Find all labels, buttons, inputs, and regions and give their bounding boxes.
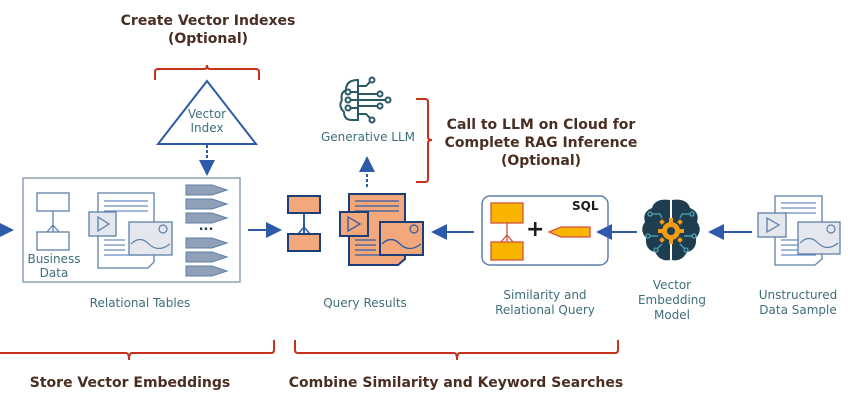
vector-embeddings-stack: [185, 184, 229, 277]
vector-embedding-arrow: [185, 251, 229, 263]
unstructured-data-document-icon: [757, 195, 841, 266]
plus-sign: +: [526, 217, 545, 242]
embedding-model-brain-icon: [642, 199, 700, 261]
vector-embedding-arrow: [185, 212, 229, 224]
sql-badge: SQL: [572, 199, 599, 213]
label-line: Index: [190, 121, 224, 135]
bracket-combine-searches: [294, 340, 619, 361]
query-results-er-icon: [287, 195, 321, 252]
label-line: Data: [39, 266, 69, 280]
heading-line: Complete RAG Inference: [444, 135, 638, 151]
heading-combine-searches: Combine Similarity and Keyword Searches: [288, 375, 624, 391]
heading-line: Call to LLM on Cloud for: [446, 117, 636, 133]
bracket-create-index: [154, 64, 260, 80]
label-line: Relational Query: [495, 303, 595, 317]
label-line: Business: [27, 252, 81, 266]
vector-ellipsis: ...: [198, 219, 214, 234]
generative-llm-label: Generative LLM: [320, 130, 416, 144]
heading-line: (Optional): [167, 31, 249, 47]
document-media-icon: [88, 192, 173, 269]
vector-embedding-arrow: [185, 237, 229, 249]
vector-index-triangle: [155, 79, 259, 145]
heading-line: Create Vector Indexes: [120, 13, 296, 29]
bracket-store-embeddings: [0, 340, 275, 361]
relational-tables-label: Relational Tables: [89, 296, 191, 310]
heading-line: (Optional): [500, 153, 582, 169]
similarity-er-icon: [490, 202, 524, 261]
vector-embedding-arrow: [185, 184, 229, 196]
vector-embedding-arrow: [185, 265, 229, 277]
vector-index-label: Vector Index: [177, 107, 237, 135]
label-line: Model: [653, 308, 691, 322]
heading-call-llm: Call to LLM on Cloud for Complete RAG In…: [436, 116, 646, 170]
label-line: Vector: [652, 278, 692, 292]
business-data-label: Business Data: [23, 252, 85, 280]
similarity-vector-icon: [547, 226, 591, 238]
bracket-call-llm: [416, 98, 433, 183]
label-line: Data Sample: [759, 303, 837, 317]
unstructured-data-label: Unstructured Data Sample: [748, 288, 848, 318]
business-data-er-icon: [36, 192, 70, 251]
embedding-model-label: Vector Embedding Model: [632, 278, 712, 323]
label-line: Embedding: [637, 293, 707, 307]
query-results-document-icon: [339, 193, 424, 266]
generative-llm-brain-icon: [339, 76, 392, 124]
label-line: Unstructured: [758, 288, 838, 302]
heading-store-embeddings: Store Vector Embeddings: [29, 375, 231, 391]
similarity-query-label: Similarity and Relational Query: [485, 288, 605, 318]
label-line: Similarity and: [503, 288, 587, 302]
vector-embedding-arrow: [185, 198, 229, 210]
label-line: Vector: [187, 107, 227, 121]
gear-icon: [658, 218, 684, 244]
heading-create-vector-indexes: Create Vector Indexes (Optional): [108, 12, 308, 48]
query-results-label: Query Results: [323, 296, 407, 310]
